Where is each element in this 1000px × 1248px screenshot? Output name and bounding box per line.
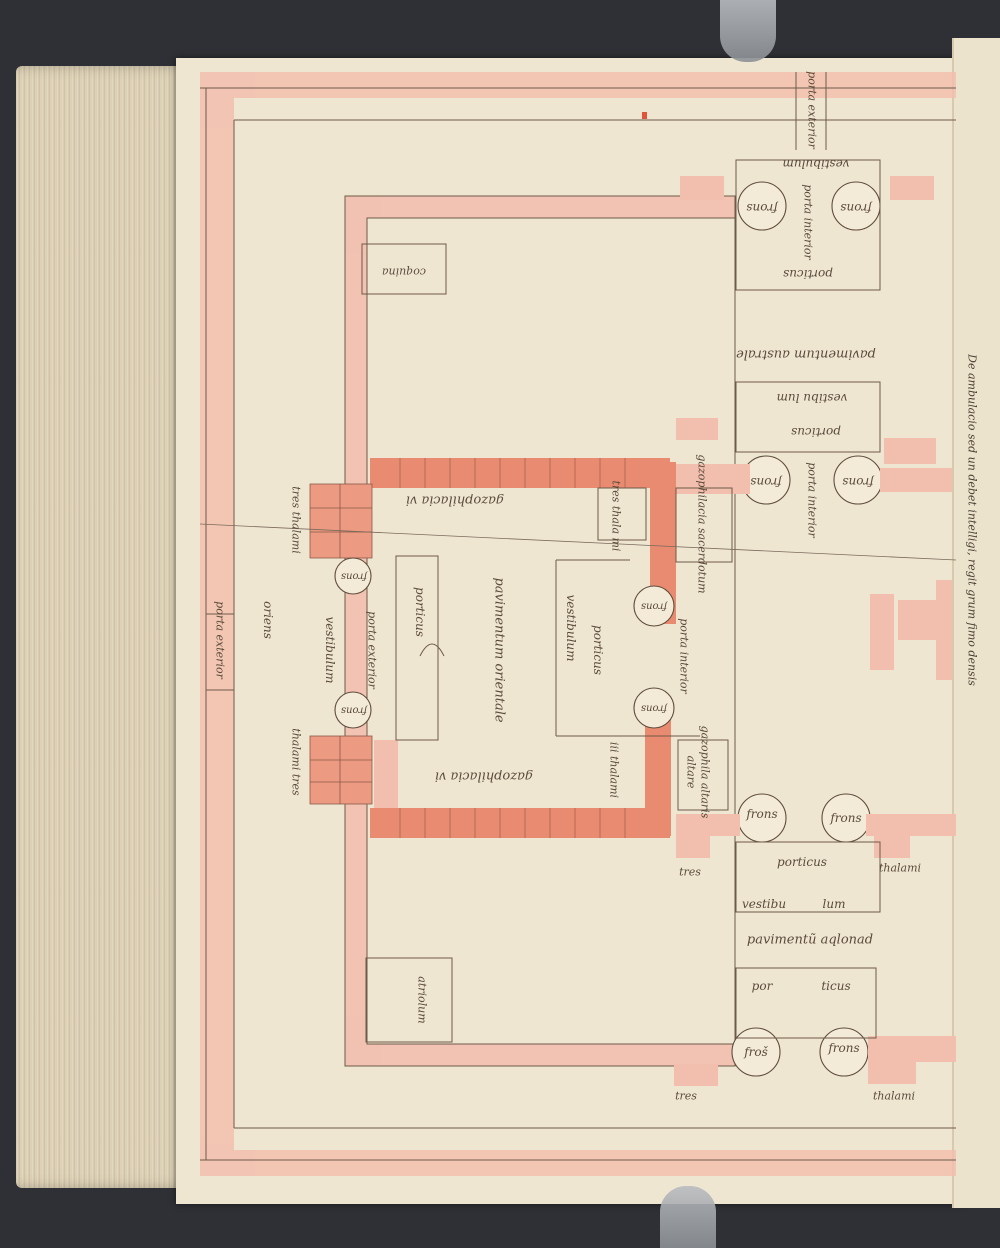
label-atriolum: atriolum — [415, 976, 429, 1024]
manuscript-page — [176, 58, 966, 1204]
margin-note-right: De ambulacio sed un debet intelligi, reg… — [965, 354, 979, 686]
label-vestibu: vestibu — [741, 897, 787, 911]
label-tres-thalami-inner: tres thala mi — [609, 480, 623, 552]
label-altare: altare — [684, 755, 698, 789]
label-porta-interior: porta interior — [677, 618, 691, 694]
label-porta-interior-top: porta interior — [801, 184, 815, 260]
label-porticus-right-top: porticus — [783, 267, 833, 281]
label-porta-exterior: porta exterior — [365, 611, 379, 689]
label-iii-thalami: iii thalami — [607, 741, 621, 799]
label-porticus-right-mid: porticus — [791, 425, 841, 439]
label-vestibulum: vestibulum — [323, 616, 337, 684]
label-pavimentum-australe: pavimentum australe — [736, 346, 876, 362]
label-pavimentum-orientale: pavimentum orientale — [491, 577, 507, 723]
page-clip-bottom — [660, 1186, 716, 1248]
label-coquina: coquina — [381, 265, 427, 279]
frons-label: frons — [746, 201, 778, 215]
facing-page-edge — [952, 38, 1000, 1208]
label-porta-exterior-top: porta exterior — [805, 71, 819, 149]
label-vestibulum-center: vestibulum — [564, 594, 578, 662]
frons-label: frons — [746, 807, 778, 821]
label-porticus-right-bottom: porticus — [777, 855, 827, 869]
label-tres: tres — [679, 865, 701, 879]
frons-label: frons — [750, 475, 782, 489]
label-tres-bottom: tres — [675, 1089, 697, 1103]
frons-label: frons — [830, 811, 862, 825]
label-gazophilacia-sacerdotum: gazophilacia sacerdotum — [695, 454, 709, 594]
page-clip-top — [720, 0, 776, 62]
label-lum: lum — [822, 897, 846, 911]
book-fore-edge — [16, 66, 188, 1188]
frons-label: frons — [840, 201, 872, 215]
label-gazophilacia-top: gazophilacia vi — [405, 492, 505, 508]
frons-label: frons — [640, 702, 668, 714]
label-ticus: ticus — [821, 979, 851, 993]
label-porta-interior-mid: porta interior — [805, 462, 819, 538]
label-pavimentum-aquilonare: pavimentũ aqlonad — [746, 932, 874, 948]
label-gazophilacia-bottom: gazophilacia vi — [434, 768, 534, 784]
label-vestibulum-top: vestibulum — [782, 157, 850, 171]
frons-label: frons — [640, 600, 668, 612]
frons-label-alt: froš — [744, 1045, 768, 1059]
frons-label: frons — [842, 475, 874, 489]
label-por: por — [751, 979, 773, 993]
label-gazophila-altaris: gazophila altaris — [698, 725, 712, 819]
label-porticus-left: porticus — [413, 587, 427, 637]
label-thalami-bottom: thalami — [872, 1089, 916, 1103]
label-porticus-center: porticus — [591, 625, 605, 675]
label-vestibulum-mid: vestibu lum — [776, 391, 848, 405]
label-tres-thalami-top-left: tres thalami — [289, 486, 303, 554]
frons-label: frons — [828, 1041, 860, 1055]
frons-label: frons — [340, 704, 368, 716]
frons-label: frons — [340, 570, 368, 582]
label-thalami: thalami — [878, 861, 922, 875]
label-porta-exterior-side: porta exterior — [213, 601, 227, 679]
label-oriens: oriens — [261, 601, 275, 639]
label-thalami-tres: thalami tres — [289, 728, 303, 796]
